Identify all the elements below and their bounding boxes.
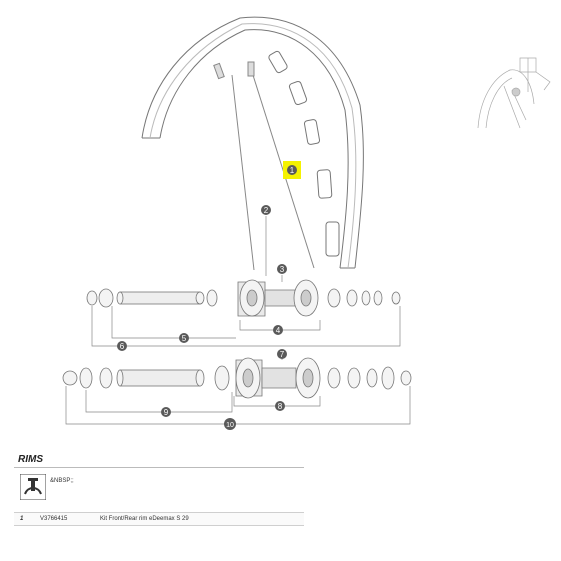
table-row[interactable]: 1 V3766415 Kit Front/Rear rim eDeemax S … xyxy=(14,512,304,526)
callout-label: 3 xyxy=(280,265,285,274)
callout-10: 10 xyxy=(224,418,236,430)
callout-label: 1 xyxy=(290,166,295,175)
callout-2: 2 xyxy=(261,205,271,215)
part-description: Kit Front/Rear rim eDeemax S 29 xyxy=(100,516,189,522)
callout-markers: 1 2 3 4 5 6 7 8 xyxy=(117,161,301,430)
inset-thumbnail xyxy=(477,57,551,129)
rim xyxy=(141,16,364,269)
tool-label: &NBSP;; xyxy=(50,478,74,484)
section-divider xyxy=(14,467,304,468)
callout-label: 6 xyxy=(120,342,125,351)
callout-label: 7 xyxy=(280,350,285,359)
tool-row: &NBSP;; xyxy=(14,468,304,504)
callout-3: 3 xyxy=(277,264,287,274)
callout-9: 9 xyxy=(161,407,171,417)
callout-label: 5 xyxy=(182,334,187,343)
bracket-lines xyxy=(65,216,411,425)
callout-label: 9 xyxy=(164,408,169,417)
rims-section: RIMS &NBSP;; 1 V3766415 Kit Front/Rear r… xyxy=(14,450,304,526)
part-number: 1 xyxy=(20,516,24,522)
callout-label: 2 xyxy=(264,206,269,215)
section-title: RIMS xyxy=(18,454,43,465)
callout-5: 5 xyxy=(179,333,189,343)
callout-label: 8 xyxy=(278,402,283,411)
part-reference: V3766415 xyxy=(40,516,68,522)
callout-8: 8 xyxy=(275,401,285,411)
tire-lever-icon xyxy=(20,474,46,500)
rear-hub-assembly xyxy=(62,357,412,399)
front-hub-assembly xyxy=(86,279,401,317)
callout-6: 6 xyxy=(117,341,127,351)
callout-1: 1 xyxy=(287,165,297,175)
callout-label: 10 xyxy=(226,422,234,429)
callout-label: 4 xyxy=(276,326,281,335)
callout-4: 4 xyxy=(273,325,283,335)
callout-7: 7 xyxy=(277,349,287,359)
exploded-wheel-diagram: 1 2 3 4 5 6 7 8 xyxy=(62,16,551,430)
spokes xyxy=(213,61,315,271)
